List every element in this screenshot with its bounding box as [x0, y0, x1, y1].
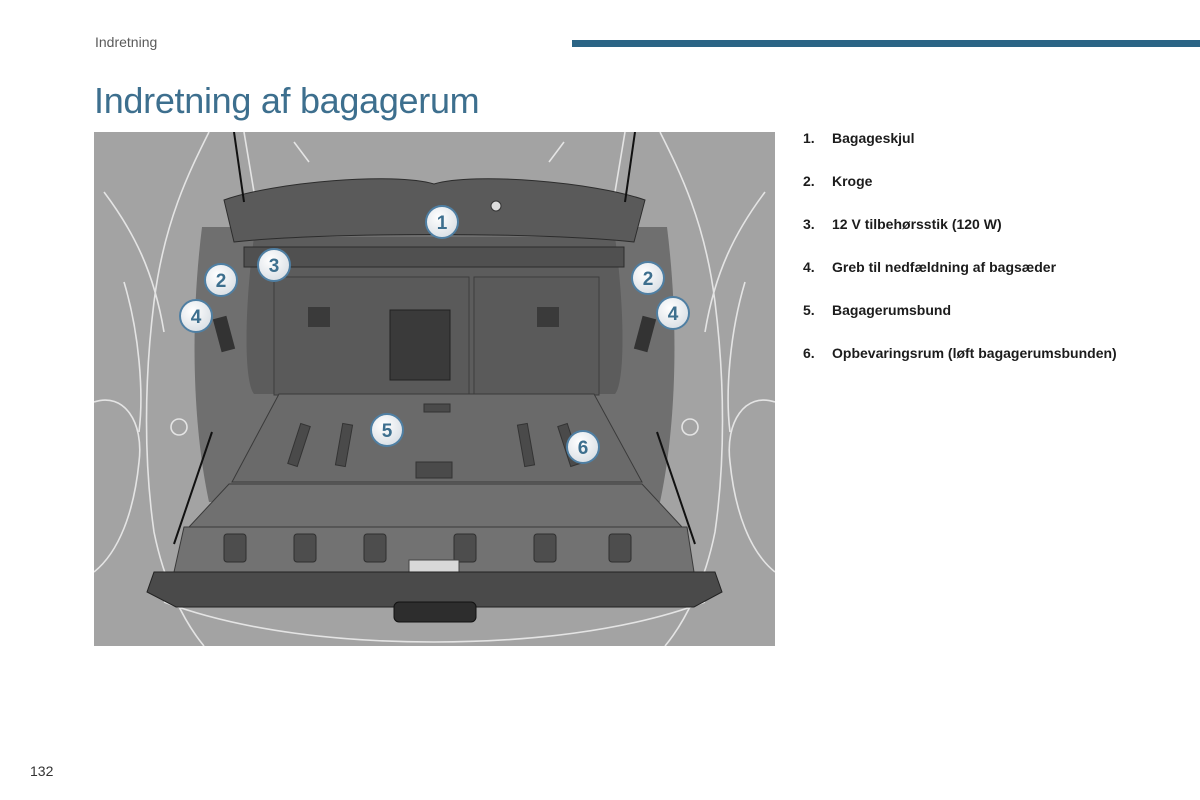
- legend-number: 1.: [803, 130, 815, 146]
- page-title: Indretning af bagagerum: [94, 80, 480, 121]
- legend-item: 6. Opbevaringsrum (løft bagagerumsbunden…: [803, 343, 1133, 364]
- legend-text: Opbevaringsrum (løft bagagerumsbunden): [832, 345, 1117, 361]
- legend-number: 2.: [803, 173, 815, 189]
- callout-6-icon: 6: [566, 430, 600, 464]
- callout-2-right-label: 2: [643, 269, 654, 290]
- callout-2-left-label: 2: [216, 271, 227, 292]
- legend-item: 2. Kroge: [803, 171, 1133, 192]
- legend-text: Kroge: [832, 173, 873, 189]
- legend-number: 3.: [803, 216, 815, 232]
- header-bar: [572, 40, 1200, 47]
- callout-4-left-icon: 4: [179, 299, 213, 333]
- trunk-illustration: 1 2 2 3 4 4 5: [94, 132, 775, 646]
- legend-item: 3. 12 V tilbehørsstik (120 W): [803, 214, 1133, 235]
- callout-badges: 1 2 2 3 4 4 5: [179, 205, 690, 464]
- section-label: Indretning: [95, 34, 158, 50]
- callout-1-label: 1: [437, 213, 448, 234]
- callout-3-icon: 3: [257, 248, 291, 282]
- legend-text: Greb til nedfældning af bagsæder: [832, 259, 1057, 275]
- callout-4-right-label: 4: [668, 304, 679, 325]
- legend-text: 12 V tilbehørsstik (120 W): [832, 216, 1002, 232]
- legend-number: 5.: [803, 302, 815, 318]
- callout-3-label: 3: [269, 256, 280, 277]
- legend-item: 4. Greb til nedfældning af bagsæder: [803, 257, 1133, 278]
- callout-4-right-icon: 4: [656, 296, 690, 330]
- legend-number: 6.: [803, 345, 815, 361]
- legend-text: Bagagerumsbund: [832, 302, 952, 318]
- legend-item: 5. Bagagerumsbund: [803, 300, 1133, 321]
- callout-6-label: 6: [578, 438, 589, 459]
- callout-5-label: 5: [382, 421, 393, 442]
- legend-number: 4.: [803, 259, 815, 275]
- callout-1-icon: 1: [425, 205, 459, 239]
- legend-item: 1. Bagageskjul: [803, 128, 1133, 149]
- page-number: 132: [30, 763, 54, 779]
- callout-2-right-icon: 2: [631, 261, 665, 295]
- callout-2-left-icon: 2: [204, 263, 238, 297]
- callout-5-icon: 5: [370, 413, 404, 447]
- legend-list: 1. Bagageskjul 2. Kroge 3. 12 V tilbehør…: [803, 128, 1133, 386]
- callout-4-left-label: 4: [191, 307, 202, 328]
- car-outline: [94, 132, 775, 646]
- legend-text: Bagageskjul: [832, 130, 915, 146]
